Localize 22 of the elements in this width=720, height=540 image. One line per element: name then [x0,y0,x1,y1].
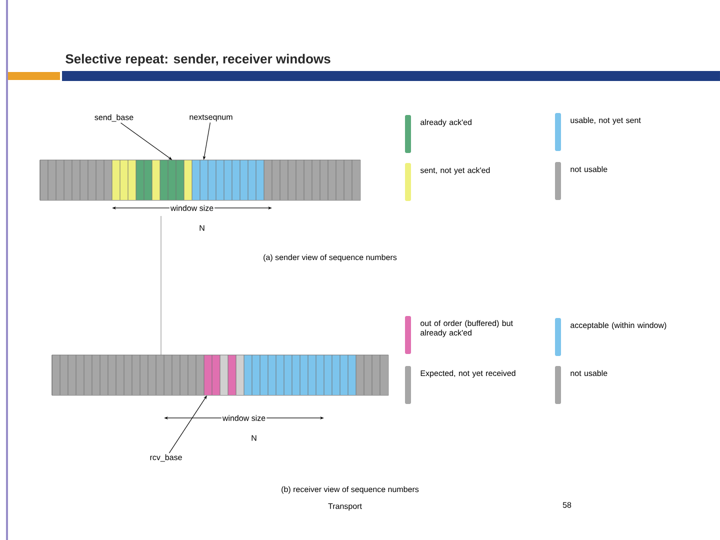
legend-label: not usable [570,166,608,172]
sequence-number-strip [52,354,389,396]
legend-label: already ack'ed [420,119,472,127]
dimension-label: N [252,435,256,441]
legend-label: Expected, not yet received [420,370,516,378]
pointer-label: nextseqnum [190,114,232,122]
figure-caption: (a) sender view of sequence numbers [264,254,397,262]
slide-title: Selective repeat: sender, receiver windows [66,54,330,66]
legend-label: out of order (buffered) but already ack'ed [420,320,513,338]
pointer-label: rcv_base [150,454,182,462]
dimension-label: N [200,225,204,231]
pointer-label: send_base [94,114,134,122]
legend-label: not usable [570,370,608,376]
figure-caption: (b) receiver view of sequence numbers [282,486,419,494]
legend-label: usable, not yet sent [570,117,641,125]
page-number: 58 [562,502,572,508]
footer-text: Transport [328,503,362,511]
legend-label: acceptable (within window) [570,322,666,330]
dimension-label: window size [221,414,267,422]
legend-label: sent, not yet ack'ed [420,167,490,175]
sequence-number-strip [40,160,361,201]
dimension-label: window size [169,204,215,212]
